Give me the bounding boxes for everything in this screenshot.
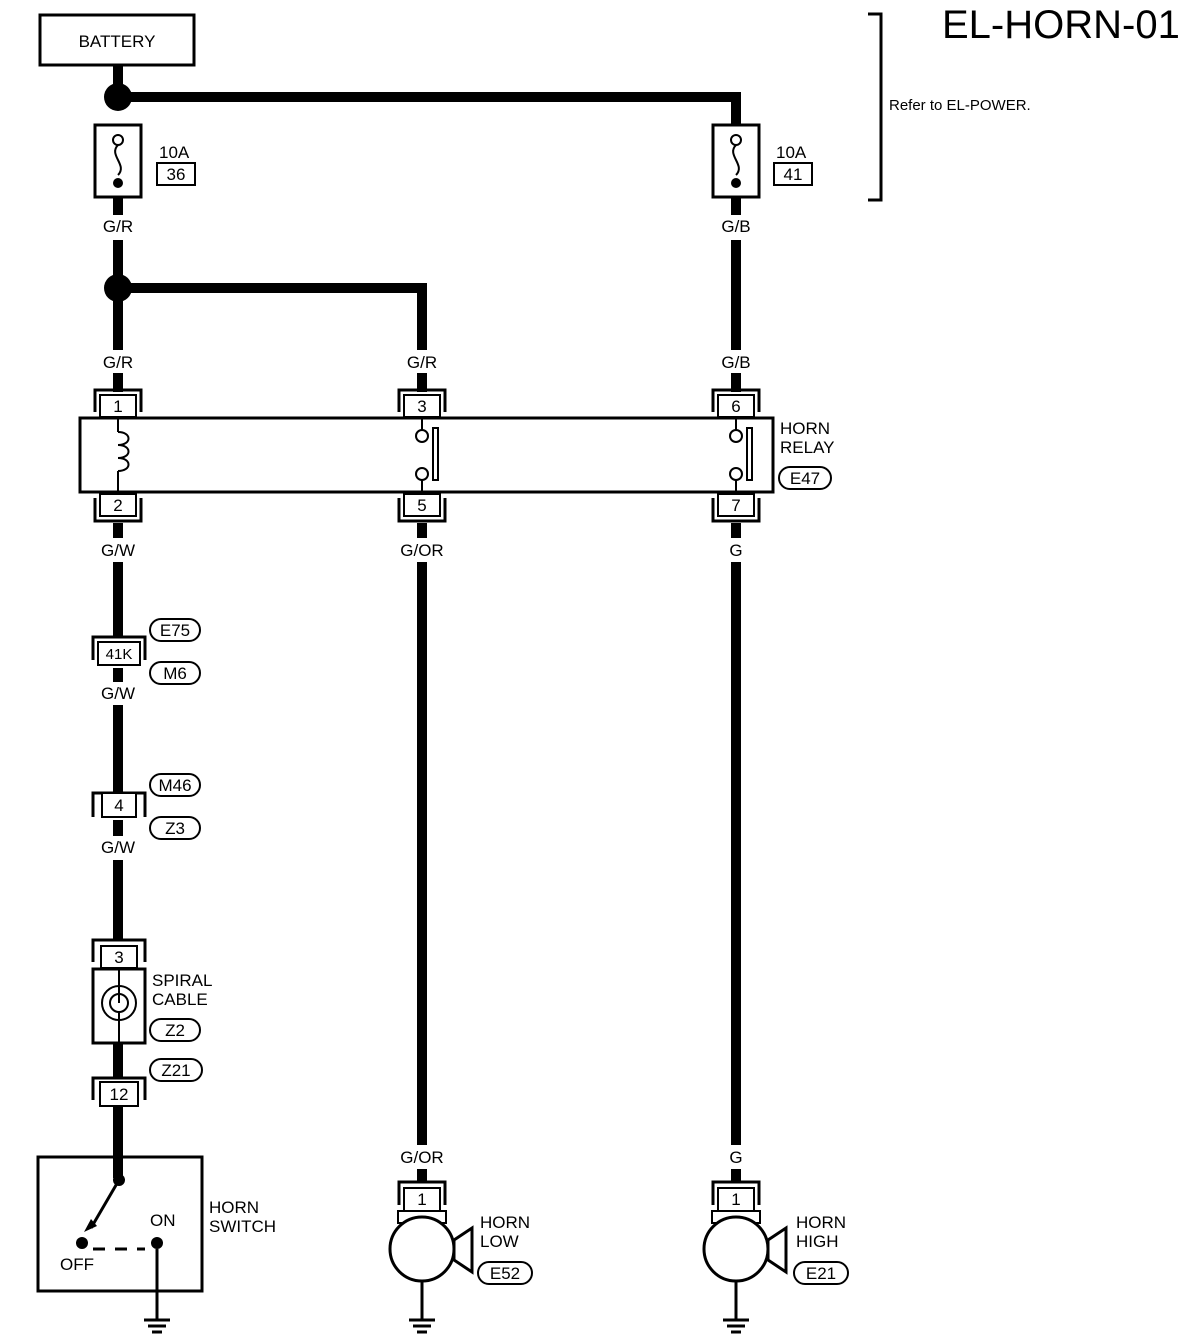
svg-text:E21: E21 xyxy=(806,1264,836,1283)
svg-text:7: 7 xyxy=(731,496,740,515)
page-title: EL-HORN-01 xyxy=(942,3,1180,47)
svg-text:1: 1 xyxy=(731,1190,740,1209)
svg-text:4: 4 xyxy=(114,796,123,815)
wires xyxy=(113,65,741,1182)
svg-text:41: 41 xyxy=(784,165,803,184)
horn-switch: OFF ON HORN SWITCH xyxy=(36,1155,276,1320)
svg-text:6: 6 xyxy=(731,397,740,416)
wire-label-gw-2: G/W xyxy=(101,684,135,703)
svg-text:Z3: Z3 xyxy=(165,819,185,838)
wire-label-gor-2: G/OR xyxy=(400,1148,443,1167)
svg-text:10A: 10A xyxy=(776,143,807,162)
svg-text:1: 1 xyxy=(113,397,122,416)
joint-connector-41k: 41K E75 M6 xyxy=(91,618,201,685)
switch-connector-12: 12 Z21 xyxy=(91,1058,203,1107)
power-bracket xyxy=(868,12,883,202)
svg-text:OFF: OFF xyxy=(60,1255,94,1274)
svg-text:M46: M46 xyxy=(158,776,191,795)
wire-label-g-2: G xyxy=(729,1148,742,1167)
ground-symbol-switch xyxy=(144,1318,170,1334)
svg-text:HORN: HORN xyxy=(480,1213,530,1232)
svg-text:LOW: LOW xyxy=(480,1232,519,1251)
wire-label-g-1: G xyxy=(729,541,742,560)
svg-text:E52: E52 xyxy=(490,1264,520,1283)
svg-text:HORN: HORN xyxy=(209,1198,259,1217)
fuse-41: 10A 41 xyxy=(711,123,813,199)
svg-text:SWITCH: SWITCH xyxy=(209,1217,276,1236)
wire-label-gor-1: G/OR xyxy=(400,541,443,560)
svg-text:10A: 10A xyxy=(159,143,190,162)
svg-text:HORN: HORN xyxy=(796,1213,846,1232)
svg-text:ON: ON xyxy=(150,1211,176,1230)
svg-text:HIGH: HIGH xyxy=(796,1232,839,1251)
svg-text:1: 1 xyxy=(417,1190,426,1209)
splice-dot-gr xyxy=(104,274,132,302)
wire-label-gb-2: G/B xyxy=(721,353,750,372)
horn-high: 1 HORN HIGH E21 xyxy=(702,1180,849,1320)
svg-text:2: 2 xyxy=(113,496,122,515)
fuse-36: 10A 36 xyxy=(93,123,196,199)
svg-text:3: 3 xyxy=(417,397,426,416)
battery-label: BATTERY xyxy=(79,32,156,51)
wire-label-gr-2: G/R xyxy=(103,353,133,372)
svg-text:M6: M6 xyxy=(163,664,187,683)
wire-label-gr-3: G/R xyxy=(407,353,437,372)
svg-text:E75: E75 xyxy=(160,621,190,640)
horn-low: 1 HORN LOW E52 xyxy=(388,1180,533,1320)
ground-symbol-horn-low xyxy=(409,1318,435,1334)
svg-text:5: 5 xyxy=(417,496,426,515)
spiral-cable: 3 SPIRAL CABLE Z2 xyxy=(91,938,212,1045)
svg-text:Z2: Z2 xyxy=(165,1021,185,1040)
power-note: Refer to EL-POWER. xyxy=(889,97,1031,114)
svg-text:E47: E47 xyxy=(790,469,820,488)
horn-relay: 1 3 6 2 5 7 HORN xyxy=(78,388,835,523)
wire-label-gr-1: G/R xyxy=(103,217,133,236)
wire-label-gw-3: G/W xyxy=(101,838,135,857)
svg-text:41K: 41K xyxy=(106,646,133,663)
ground-symbol-horn-high xyxy=(723,1318,749,1334)
svg-text:3: 3 xyxy=(114,948,123,967)
svg-text:RELAY: RELAY xyxy=(780,438,835,457)
wire-label-gb-1: G/B xyxy=(721,217,750,236)
svg-text:36: 36 xyxy=(167,165,186,184)
wire-label-gw-1: G/W xyxy=(101,541,135,560)
svg-text:HORN: HORN xyxy=(780,419,830,438)
splice-dot-battery xyxy=(104,83,132,111)
svg-text:Z21: Z21 xyxy=(161,1061,190,1080)
svg-text:12: 12 xyxy=(110,1085,129,1104)
svg-text:SPIRAL: SPIRAL xyxy=(152,971,212,990)
svg-text:CABLE: CABLE xyxy=(152,990,208,1009)
connector-4: 4 M46 Z3 xyxy=(91,773,201,840)
